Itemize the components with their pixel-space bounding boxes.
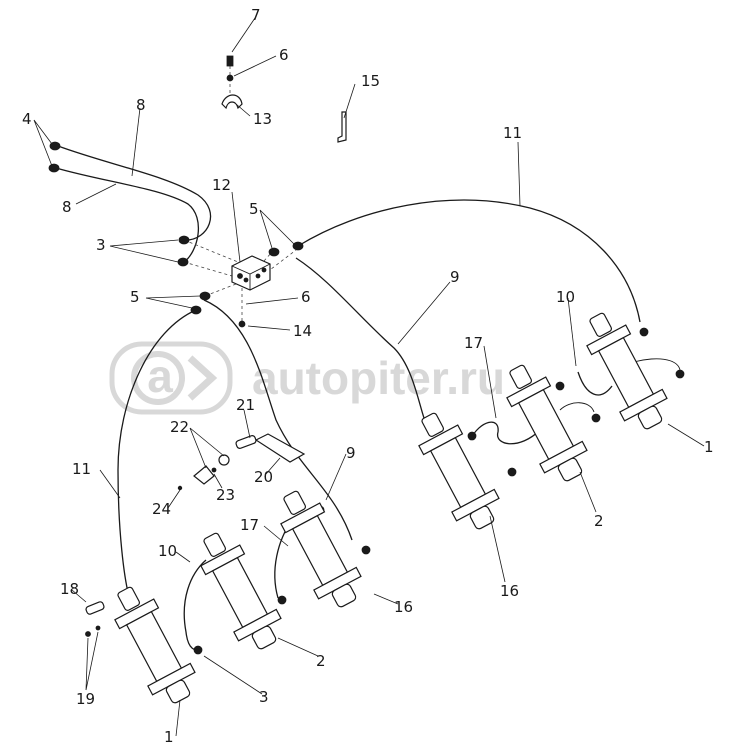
hose-11-upper [297,199,641,323]
callout-17-lower: 17 [240,516,259,534]
callout-3-lower: 3 [259,688,269,706]
callout-5-left: 5 [130,288,140,306]
cylinder-2-lower [200,532,282,650]
callout-1-lower: 1 [164,728,174,746]
hose-9-lower [203,299,353,541]
callout-16-right: 16 [500,582,519,600]
callout-11-left: 11 [72,460,91,478]
leader-lines [33,17,705,737]
cylinder-1-right [586,312,668,430]
callout-2-right: 2 [594,512,604,530]
callout-15: 15 [361,72,380,90]
cylinder-1-lower [114,586,196,704]
callout-18: 18 [60,580,79,598]
callout-5-right: 5 [249,200,259,218]
callout-2-lower: 2 [316,652,326,670]
hose-9-upper [295,257,425,419]
callout-11-top: 11 [503,124,522,142]
fittings [48,55,685,655]
callout-9-top: 9 [450,268,460,286]
hose-10-lower [183,559,207,651]
hose-17-lower [274,519,293,599]
callout-12: 12 [212,176,231,194]
pin-21 [235,435,257,449]
callout-1-right: 1 [704,438,714,456]
hose-10-right [577,371,613,396]
callout-20: 20 [254,468,273,486]
bracket-22 [193,465,215,485]
watermark-logo-text: a [147,350,173,402]
callout-23: 23 [216,486,235,504]
callout-8-lower: 8 [62,198,72,216]
callout-16-lower: 16 [394,598,413,616]
callout-3-top: 3 [96,236,106,254]
cylinder-16-lower [280,490,362,608]
callout-22: 22 [170,418,189,436]
pin-18 [85,601,105,615]
watermark-text: autopiter.ru [252,352,505,404]
lever-20 [254,433,306,463]
callout-8-top: 8 [136,96,146,114]
valve-parts [85,433,306,637]
callout-14: 14 [293,322,312,340]
hose-11-left [117,309,197,601]
callout-13: 13 [253,110,272,128]
callout-labels: 7 6 13 15 8 4 8 3 12 5 5 6 14 11 9 17 10… [22,6,714,746]
distribution-block-12 [231,255,271,291]
hose-8-upper [57,145,212,241]
callout-4: 4 [22,110,32,128]
hose-8-lower [55,167,199,263]
callout-21: 21 [236,396,255,414]
callout-19: 19 [76,690,95,708]
hose-17-right [469,421,541,445]
callout-10-lower: 10 [158,542,177,560]
callout-10-right: 10 [556,288,575,306]
callout-6-mid: 6 [301,288,311,306]
cylinder-16-middle [418,412,500,530]
watermark: a autopiter.ru [109,341,505,415]
cylinder-2-right [506,364,588,482]
callout-24: 24 [152,500,171,518]
callout-6-top: 6 [279,46,289,64]
callout-7: 7 [251,6,261,24]
callout-17-right: 17 [464,334,483,352]
callout-9-lower: 9 [346,444,356,462]
